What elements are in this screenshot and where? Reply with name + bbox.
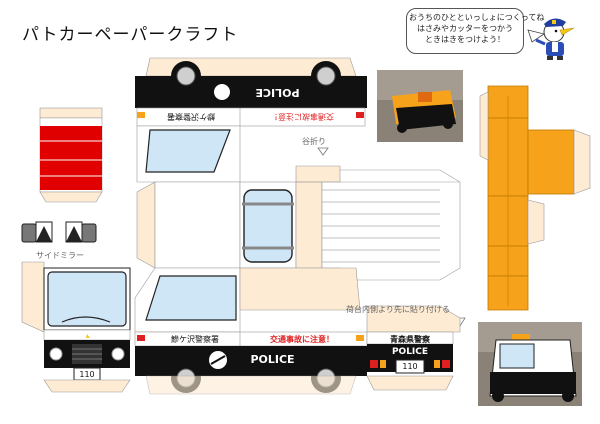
windshield-piece (136, 125, 241, 183)
safety-label-upside: 交通事故に注意！ (270, 112, 334, 121)
light-bar-piece (479, 85, 591, 311)
bubble-line-2: はさみやカッターをつかう (417, 24, 513, 33)
photo-assembled-rear (377, 70, 463, 142)
bubble-line-3: ときはきをつけよう！ (425, 35, 505, 44)
rear-piece (366, 305, 461, 391)
fold-arrow-icon (317, 147, 329, 156)
page-title: パトカーペーパークラフト (22, 25, 239, 45)
fold-label: 谷折り (302, 137, 326, 146)
cargo-bed-piece (295, 165, 461, 283)
cab-front-piece (21, 261, 131, 393)
bubble-line-1: おうちのひとといっしょにつくってね (409, 13, 545, 22)
upside-down-side-panel (135, 57, 367, 127)
mascot-icon (527, 18, 575, 60)
photo-assembled-front (478, 322, 582, 406)
side-panel (134, 267, 368, 395)
roof-piece (239, 181, 297, 269)
police-label: POLICE (250, 353, 295, 366)
speech-bubble: おうちのひとといっしょにつくってね はさみやカッターをつかう ときはきをつけよう… (406, 8, 545, 54)
front-plate: 110 (79, 370, 95, 379)
station-label: 鰺ケ沢警察署 (171, 335, 219, 344)
station-label-upside: 鰺ケ沢警察署 (167, 112, 215, 121)
rear-plate: 110 (402, 362, 418, 371)
police-label-upside: POLICE (255, 86, 300, 99)
side-mirror-left (21, 221, 53, 243)
prefecture-label: 青森県警察 (390, 335, 430, 344)
safety-label: 交通事故に注意！ (270, 335, 334, 344)
hood-piece (39, 107, 103, 203)
rear-police-label: POLICE (391, 347, 429, 357)
side-mirror-right (65, 221, 97, 243)
side-mirror-label: サイドミラー (36, 251, 84, 260)
attach-note-label: 荷台内側より先に貼り付ける (346, 305, 450, 314)
